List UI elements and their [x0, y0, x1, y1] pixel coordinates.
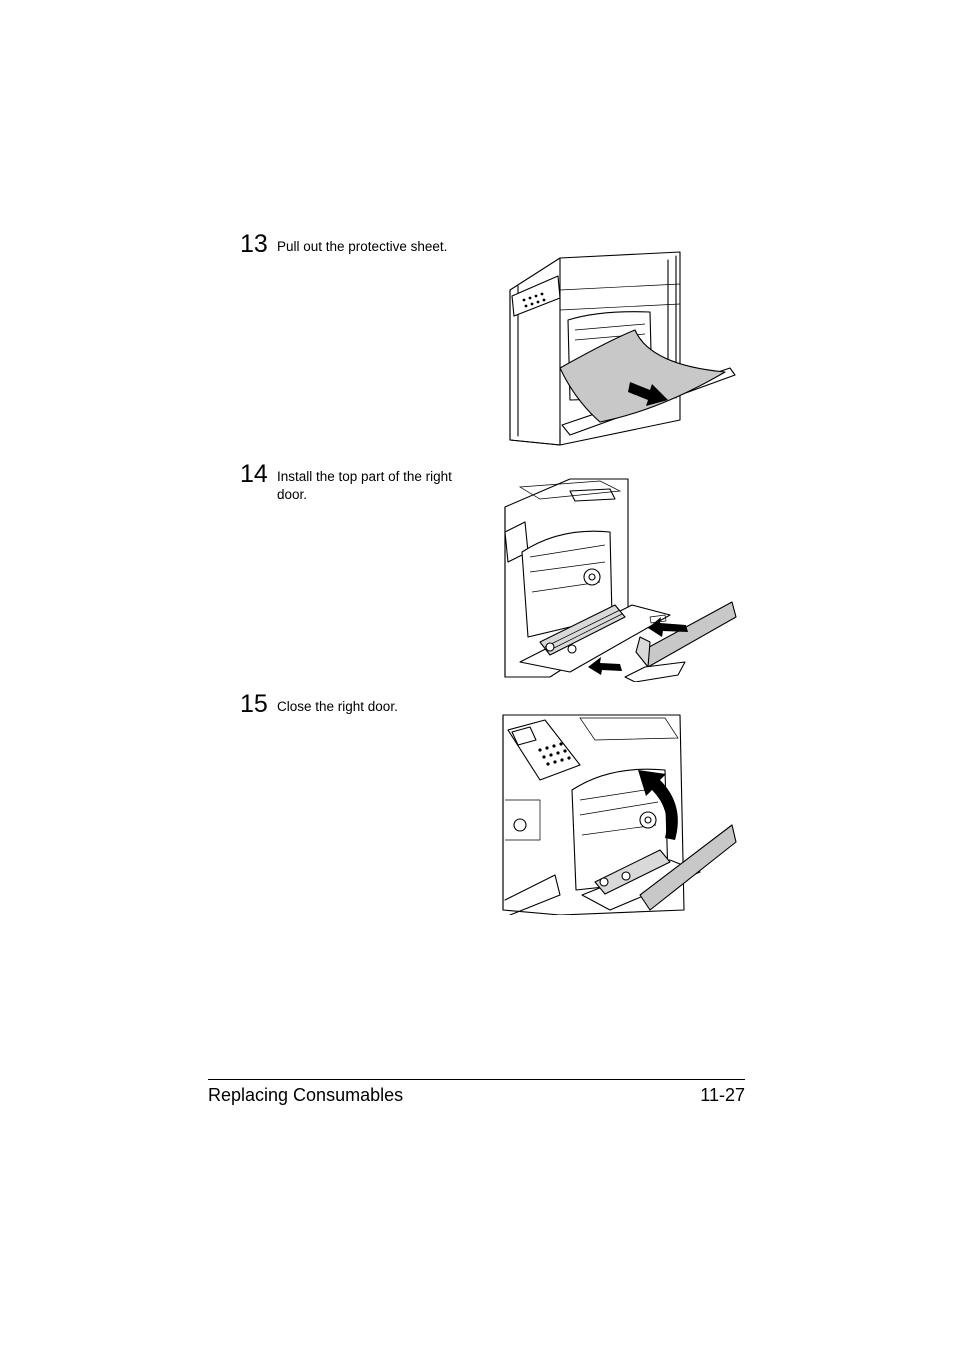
step-number: 14 — [240, 460, 268, 488]
step-number: 13 — [240, 230, 268, 258]
footer-page-number: 11-27 — [700, 1085, 745, 1105]
step-instruction: Pull out the protective sheet. — [277, 239, 448, 254]
step-instruction: Close the right door. — [277, 699, 398, 714]
figure-install-door-top — [500, 477, 740, 682]
footer-rule — [208, 1079, 745, 1080]
figure-close-right-door — [500, 710, 740, 915]
figure-pull-protective-sheet — [500, 250, 740, 450]
footer-section-title: Replacing Consumables — [208, 1085, 404, 1105]
step-instruction: Install the top part of the right door. — [277, 469, 452, 502]
step-number: 15 — [240, 690, 268, 718]
